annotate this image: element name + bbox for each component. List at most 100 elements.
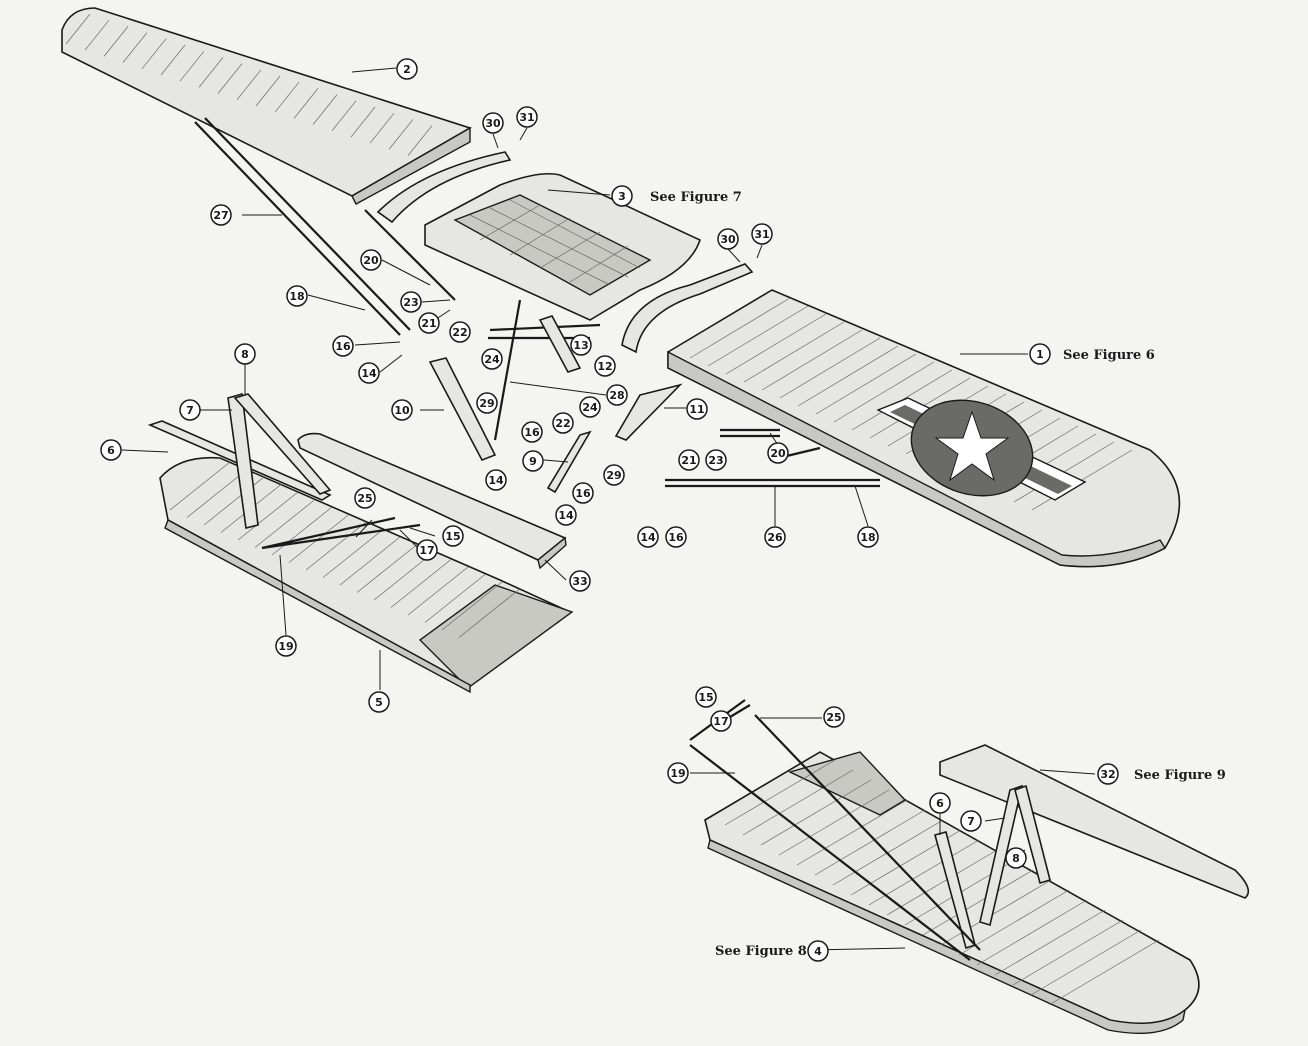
- callout-25: 25: [823, 706, 845, 728]
- callout-1: 1: [1029, 343, 1051, 365]
- callout-6: 6: [929, 792, 951, 814]
- callout-number: 33: [572, 575, 587, 588]
- callout-14: 14: [637, 526, 659, 548]
- callout-number: 24: [484, 353, 500, 366]
- figure-ref-9: See Figure 9: [1134, 768, 1226, 783]
- callout-19: 19: [275, 635, 297, 657]
- callout-14: 14: [555, 504, 577, 526]
- callout-16: 16: [572, 482, 594, 504]
- callout-number: 9: [529, 455, 537, 468]
- figure-ref-6: See Figure 6: [1063, 348, 1155, 363]
- callout-19: 19: [667, 762, 689, 784]
- callout-number: 5: [375, 696, 383, 709]
- callout-number: 3: [618, 190, 626, 203]
- callout-number: 14: [640, 531, 656, 544]
- callout-14: 14: [485, 469, 507, 491]
- callout-number: 11: [689, 403, 704, 416]
- upper-right-wing: [667, 289, 1181, 568]
- callout-number: 7: [186, 404, 194, 417]
- callout-27: 27: [210, 204, 232, 226]
- callout-number: 13: [573, 339, 588, 352]
- callout-32: 32: [1097, 763, 1119, 785]
- callout-number: 29: [479, 397, 494, 410]
- callout-28: 28: [606, 384, 628, 406]
- callout-number: 16: [668, 531, 684, 544]
- callout-2: 2: [396, 58, 418, 80]
- callout-4: 4: [807, 940, 829, 962]
- star-insignia: [876, 397, 1087, 501]
- callout-number: 30: [720, 233, 736, 246]
- callout-9: 9: [522, 450, 544, 472]
- callout-31: 31: [516, 106, 538, 128]
- callout-number: 29: [606, 469, 621, 482]
- callout-number: 16: [524, 426, 540, 439]
- callout-6: 6: [100, 439, 122, 461]
- callout-11: 11: [686, 398, 708, 420]
- callout-5: 5: [368, 691, 390, 713]
- aileron-right: [939, 744, 1250, 899]
- callout-14: 14: [358, 362, 380, 384]
- callout-22: 22: [449, 321, 471, 343]
- callout-number: 1: [1036, 348, 1044, 361]
- callout-number: 14: [361, 367, 377, 380]
- callout-number: 31: [754, 228, 769, 241]
- lower-left-wing: [159, 456, 574, 694]
- callout-22: 22: [552, 412, 574, 434]
- callout-23: 23: [705, 449, 727, 471]
- callout-12: 12: [594, 355, 616, 377]
- fairing-strip-left: [376, 151, 512, 224]
- callout-number: 16: [335, 340, 351, 353]
- callout-number: 20: [770, 447, 786, 460]
- figure-ref-7: See Figure 7: [650, 190, 742, 205]
- callout-number: 23: [403, 296, 418, 309]
- callout-number: 6: [107, 444, 115, 457]
- callout-15: 15: [695, 686, 717, 708]
- callout-16: 16: [521, 421, 543, 443]
- callout-24: 24: [481, 348, 503, 370]
- callout-number: 31: [519, 111, 534, 124]
- callout-number: 7: [967, 815, 975, 828]
- callout-8: 8: [1005, 847, 1027, 869]
- callout-25: 25: [354, 487, 376, 509]
- callout-20: 20: [767, 442, 789, 464]
- callout-number: 27: [213, 209, 228, 222]
- struts: [147, 117, 1051, 961]
- leader-lines: [121, 67, 1096, 951]
- callout-number: 25: [357, 492, 372, 505]
- callout-number: 21: [421, 317, 436, 330]
- callout-17: 17: [416, 539, 438, 561]
- callout-number: 2: [403, 63, 411, 76]
- callout-number: 8: [1012, 852, 1020, 865]
- upper-left-wing: [61, 7, 472, 205]
- callout-number: 22: [452, 326, 467, 339]
- callout-16: 16: [665, 526, 687, 548]
- callout-number: 17: [419, 544, 434, 557]
- callout-7: 7: [179, 399, 201, 421]
- callout-number: 8: [241, 348, 249, 361]
- callout-3: 3: [611, 185, 633, 207]
- callout-26: 26: [764, 526, 786, 548]
- callout-number: 26: [767, 531, 783, 544]
- callout-number: 21: [681, 454, 696, 467]
- callout-17: 17: [710, 710, 732, 732]
- callout-number: 20: [363, 254, 379, 267]
- callout-number: 19: [670, 767, 685, 780]
- callout-number: 14: [488, 474, 504, 487]
- callout-18: 18: [286, 285, 308, 307]
- callout-29: 29: [476, 392, 498, 414]
- callout-number: 18: [289, 290, 304, 303]
- callout-number: 32: [1100, 768, 1115, 781]
- callout-number: 17: [713, 715, 728, 728]
- callout-33: 33: [569, 570, 591, 592]
- callout-number: 6: [936, 797, 944, 810]
- callout-number: 25: [826, 711, 841, 724]
- callout-number: 19: [278, 640, 293, 653]
- callout-10: 10: [391, 399, 413, 421]
- callout-number: 16: [575, 487, 591, 500]
- center-section: [424, 172, 701, 321]
- callout-number: 15: [445, 530, 460, 543]
- callout-30: 30: [482, 112, 504, 134]
